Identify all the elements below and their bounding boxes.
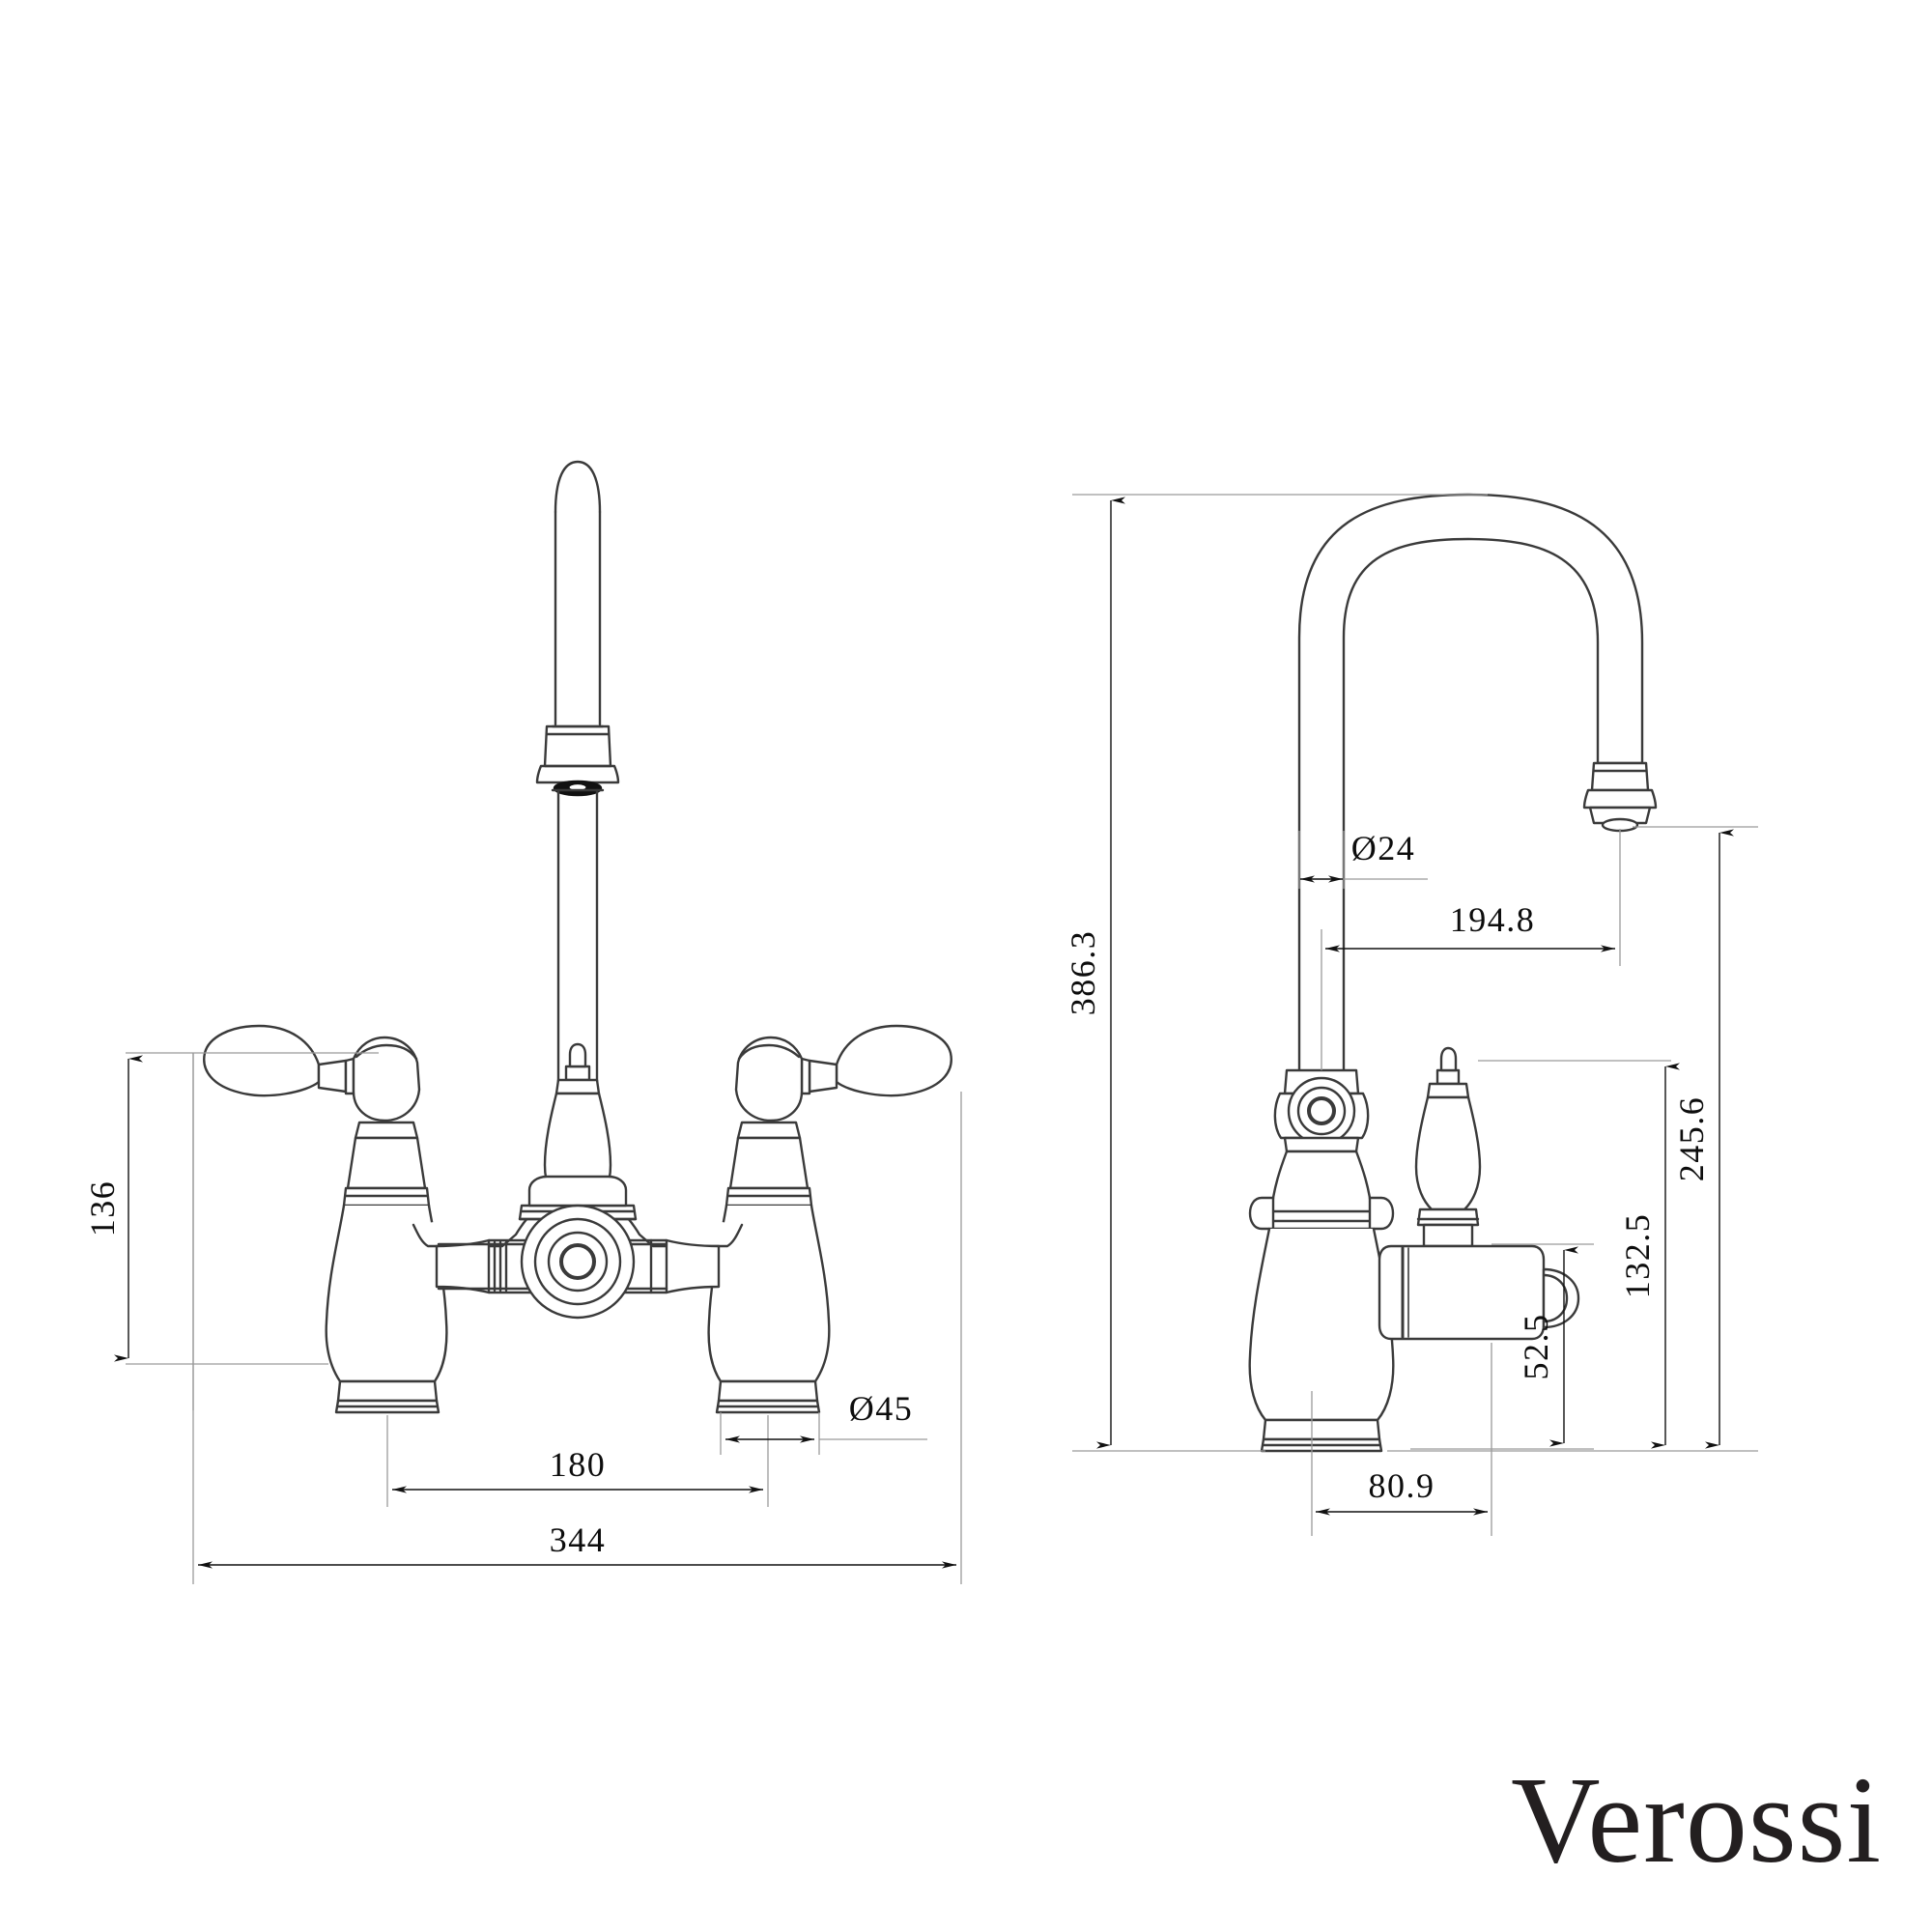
dim-side-offset-80-9 <box>1311 1343 1492 1536</box>
dim-side-outlet-height-52-5 <box>1410 1243 1594 1450</box>
dim-label-diameter-24: Ø24 <box>1351 829 1416 867</box>
front-bridge-body <box>412 1175 744 1320</box>
dim-front-base-diameter-45 <box>720 1412 927 1455</box>
dim-label-132-5: 132.5 <box>1618 1213 1657 1299</box>
dim-side-reach-194-8 <box>1321 829 1621 1070</box>
dim-front-centres-180 <box>386 1415 769 1507</box>
dim-side-height-386 <box>1072 494 1488 1452</box>
side-handle-assembly <box>1248 1068 1395 1453</box>
dim-label-245-6: 245.6 <box>1672 1096 1711 1182</box>
dim-side-body-height-132-5 <box>1478 1060 1680 1449</box>
side-gooseneck-spout <box>1297 493 1658 1072</box>
front-spout-column <box>535 460 620 1111</box>
brand-logo: Verossi <box>1511 1751 1882 1889</box>
dim-label-194-8: 194.8 <box>1450 900 1536 939</box>
dim-label-diameter-45: Ø45 <box>849 1389 914 1428</box>
dim-label-80-9: 80.9 <box>1369 1466 1435 1505</box>
dim-label-344: 344 <box>550 1520 607 1559</box>
dim-label-136: 136 <box>83 1180 122 1237</box>
dim-side-spout-height-245-6 <box>1387 826 1758 1452</box>
dim-side-spout-diameter-24 <box>1298 831 1428 889</box>
front-right-handle <box>707 1024 952 1414</box>
side-elevation-view <box>1248 493 1658 1453</box>
front-elevation-view <box>203 460 952 1414</box>
dim-label-52-5: 52.5 <box>1517 1314 1555 1380</box>
side-diverter-body <box>1378 1046 1580 1341</box>
dim-front-width-344 <box>192 1053 962 1584</box>
dim-label-180: 180 <box>550 1445 607 1484</box>
dim-label-386-3: 386.3 <box>1064 930 1102 1016</box>
front-left-handle <box>203 1024 448 1414</box>
